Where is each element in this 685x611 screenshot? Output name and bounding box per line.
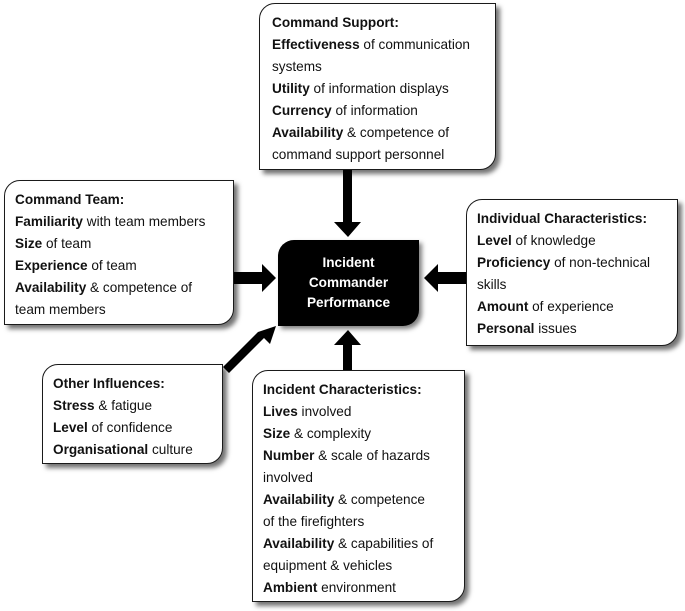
command-team-title: Command Team: — [15, 192, 125, 207]
other-influences-item: Organisational culture — [53, 442, 193, 457]
incident-characteristics-item: of the firefighters — [263, 514, 365, 529]
command-support-item: Utility of information displays — [272, 81, 449, 96]
command-support-item: command support personnel — [272, 147, 445, 162]
incident-characteristics-item: Size & complexity — [263, 426, 372, 441]
individual-characteristics-item: Proficiency of non-technical — [477, 255, 651, 270]
other-influences-item: Level of confidence — [53, 420, 173, 435]
incident-characteristics-item: Number & scale of hazards — [263, 448, 430, 463]
arrow-other-influences — [223, 326, 276, 373]
command-support-item: Currency of information — [272, 103, 418, 118]
command-team-item: Size of team — [15, 236, 92, 251]
arrow-incident — [334, 330, 361, 370]
command-team-item: Familiarity with team members — [15, 214, 206, 229]
individual-characteristics-title: Individual Characteristics: — [477, 211, 647, 226]
individual-characteristics-item: skills — [477, 277, 507, 292]
command-support-box: Command Support: Effectiveness of commun… — [259, 3, 496, 170]
command-team-item: Experience of team — [15, 258, 137, 273]
incident-characteristics-box: Incident Characteristics: Lives involved… — [252, 370, 465, 602]
command-support-item: Effectiveness of communication — [272, 37, 470, 52]
arrow-command-team — [234, 264, 276, 292]
individual-characteristics-item: Amount of experience — [477, 299, 614, 314]
other-influences-item: Stress & fatigue — [53, 398, 153, 413]
individual-characteristics-item: Personal issues — [477, 321, 577, 336]
command-support-item: Availability & competence of — [272, 125, 450, 140]
command-support-title: Command Support: — [272, 15, 399, 30]
other-influences-box: Other Influences: Stress & fatigue Level… — [42, 364, 223, 464]
incident-characteristics-item: Lives involved — [263, 404, 352, 419]
command-team-item: Availability & competence of — [15, 280, 193, 295]
incident-characteristics-item: Availability & competence — [263, 492, 425, 507]
arrow-command-support — [334, 170, 361, 237]
arrow-individual — [424, 264, 466, 292]
incident-characteristics-item: involved — [263, 470, 313, 485]
individual-characteristics-box: Individual Characteristics: Level of kno… — [466, 199, 678, 346]
command-team-item: team members — [15, 302, 106, 317]
center-line-3: Performance — [306, 295, 391, 310]
command-support-item: systems — [272, 59, 322, 74]
incident-commander-performance-box: Incident Commander Performance — [278, 240, 419, 326]
center-line-2: Commander — [308, 275, 389, 290]
command-team-box: Command Team: Familiarity with team memb… — [4, 180, 234, 325]
incident-characteristics-item: Availability & capabilities of — [263, 536, 434, 551]
incident-characteristics-title: Incident Characteristics: — [263, 382, 422, 397]
individual-characteristics-item: Level of knowledge — [477, 233, 596, 248]
incident-characteristics-item: equipment & vehicles — [263, 558, 393, 573]
center-line-1: Incident — [322, 255, 375, 270]
incident-characteristics-item: Ambient environment — [263, 580, 396, 595]
other-influences-title: Other Influences: — [53, 376, 165, 391]
